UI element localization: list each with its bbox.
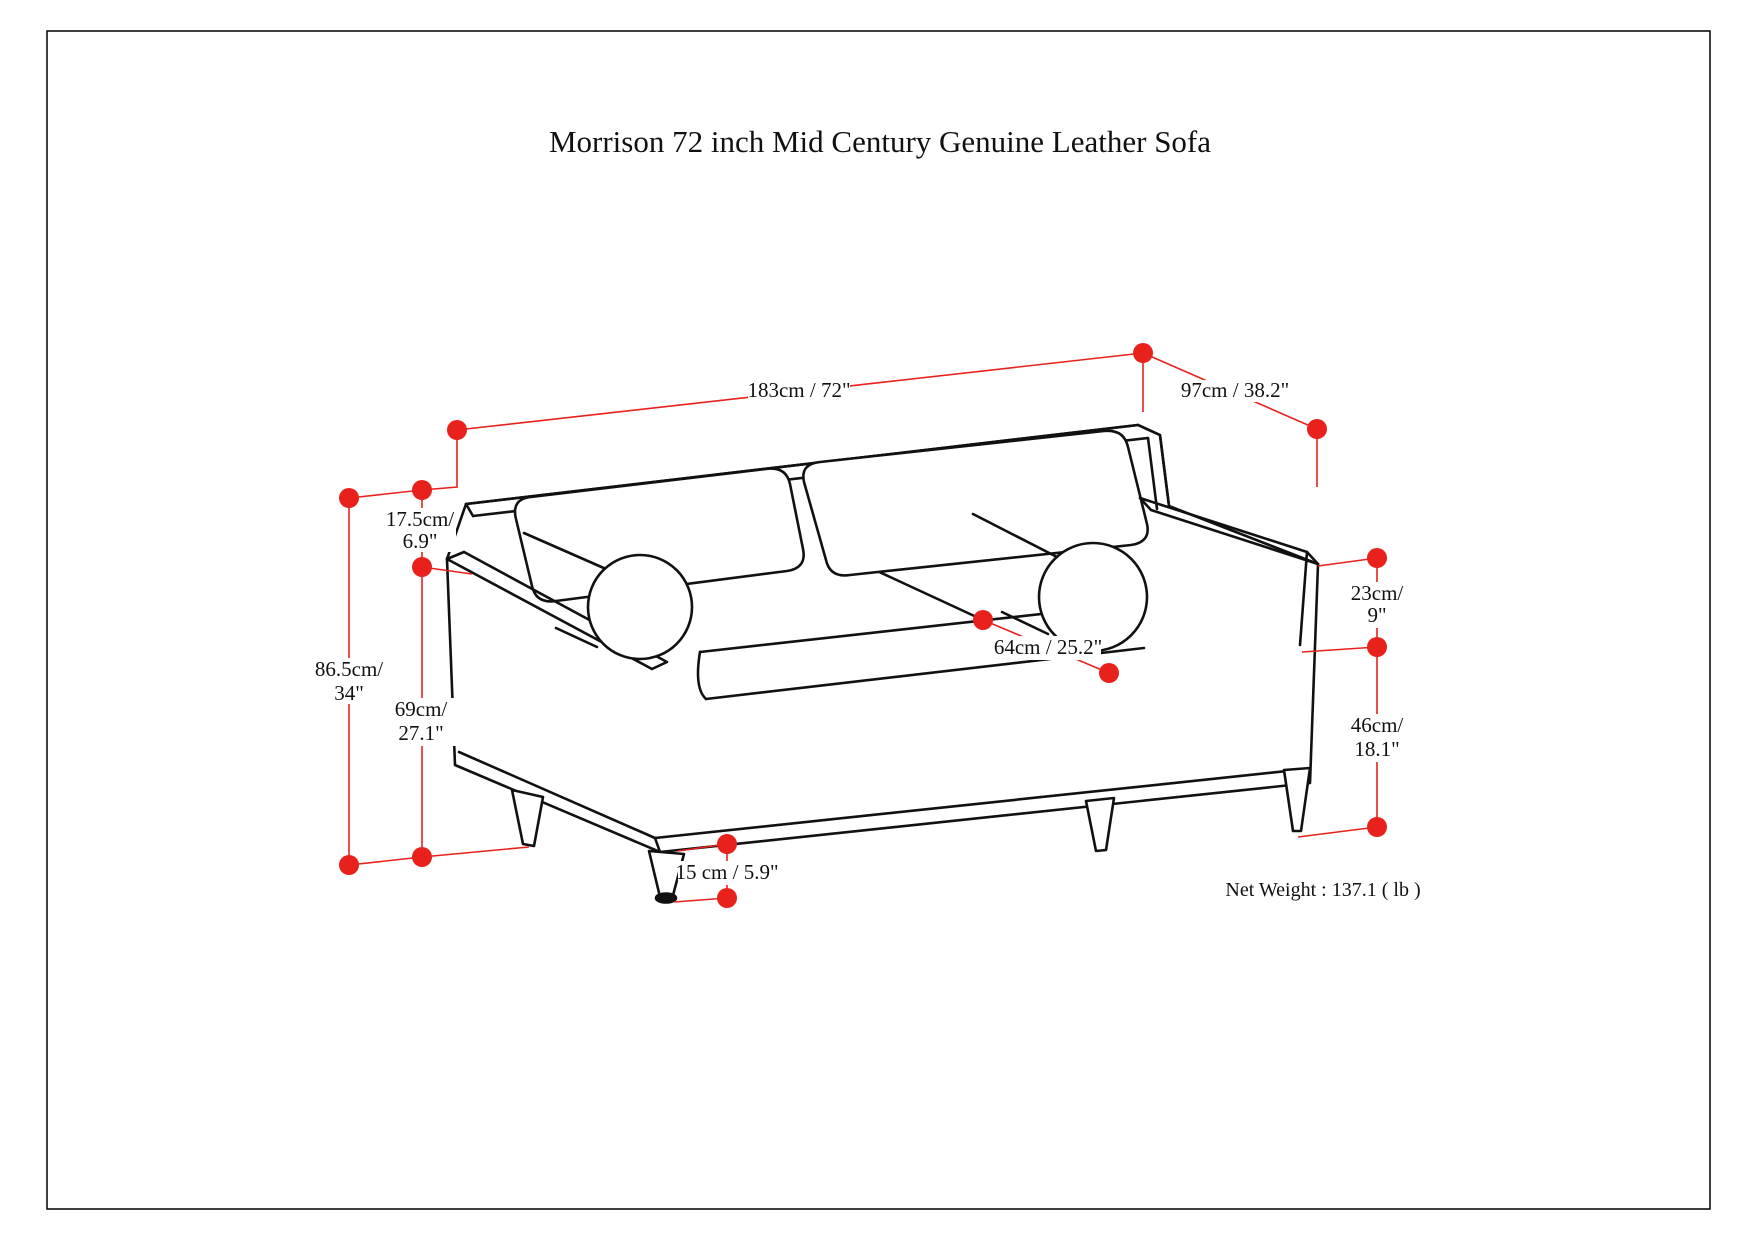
seat-cushion-seam bbox=[860, 562, 985, 622]
label-seat-height-cm: 46cm/ bbox=[1351, 713, 1404, 737]
seat-cushion-left-cap bbox=[696, 650, 708, 701]
point-total-height-top bbox=[339, 488, 359, 508]
leg-rear-left bbox=[510, 788, 545, 848]
point-seat-depth-rear bbox=[973, 610, 993, 630]
label-bolster-in: 9" bbox=[1367, 603, 1386, 627]
dim-drop-top-left bbox=[421, 430, 458, 491]
dim-leader-floor-right bbox=[1297, 826, 1378, 838]
point-arm-height-top bbox=[412, 557, 432, 577]
left-arm-top-nib bbox=[445, 550, 466, 561]
point-back-top-left bbox=[447, 420, 467, 440]
label-bolster-cm: 23cm/ bbox=[1351, 581, 1404, 605]
net-weight-text: Net Weight : 137.1 ( lb ) bbox=[1225, 879, 1420, 901]
point-bolster-top bbox=[1367, 548, 1387, 568]
point-total-height-bottom bbox=[339, 855, 359, 875]
label-total-height-in: 34" bbox=[334, 681, 364, 705]
base-rail-front bbox=[653, 767, 1308, 840]
point-floor-right bbox=[1367, 817, 1387, 837]
point-leg-top bbox=[717, 834, 737, 854]
right-arm-rear-nib bbox=[1138, 496, 1153, 512]
right-bolster-body-bottom bbox=[1000, 610, 1050, 636]
back-frame-right-post bbox=[1136, 423, 1171, 511]
product-title: Morrison 72 inch Mid Century Genuine Lea… bbox=[549, 124, 1211, 159]
label-length: 183cm / 72" bbox=[747, 378, 850, 402]
dim-floor-line bbox=[348, 846, 530, 866]
leg-front-right bbox=[1084, 796, 1116, 853]
point-seat-depth-front bbox=[1099, 663, 1119, 683]
dim-leader-seat-top bbox=[1301, 646, 1378, 653]
label-leg-height: 15 cm / 5.9" bbox=[675, 860, 778, 884]
right-arm-outer-top bbox=[1149, 508, 1320, 566]
label-depth: 97cm / 38.2" bbox=[1181, 378, 1289, 402]
label-arm-height-cm: 69cm/ bbox=[395, 697, 448, 721]
point-seat-top bbox=[1367, 637, 1387, 657]
point-depth-front bbox=[1307, 419, 1327, 439]
dimension-points bbox=[339, 343, 1387, 908]
left-arm-inner-top bbox=[462, 550, 669, 671]
left-bolster-end-cap bbox=[586, 553, 694, 661]
dim-link-b-c bbox=[348, 489, 423, 499]
left-bolster-body-top bbox=[522, 531, 608, 571]
label-backgrounds bbox=[308, 380, 1419, 885]
back-frame-left-nib bbox=[464, 502, 475, 518]
label-seat-depth: 64cm / 25.2" bbox=[994, 635, 1102, 659]
label-total-height-cm: 86.5cm/ bbox=[315, 657, 383, 681]
sofa-drawing bbox=[445, 423, 1320, 904]
point-back-top-right bbox=[1133, 343, 1153, 363]
back-cushion-right bbox=[802, 429, 1149, 577]
point-back-corner bbox=[412, 480, 432, 500]
dimension-labels: 183cm / 72" 97cm / 38.2" 17.5cm/ 6.9" 86… bbox=[315, 378, 1404, 884]
point-leg-bottom bbox=[717, 888, 737, 908]
right-arm-front-inner-edge bbox=[1298, 550, 1309, 647]
label-seat-height-in: 18.1" bbox=[1354, 737, 1399, 761]
page-border bbox=[46, 30, 1711, 1210]
label-back-height-in: 6.9" bbox=[403, 529, 438, 553]
label-back-height-cm: 17.5cm/ bbox=[386, 507, 454, 531]
right-bolster-body-top bbox=[971, 512, 1059, 559]
label-arm-height-in: 27.1" bbox=[398, 721, 443, 745]
left-bolster-body-bottom bbox=[554, 626, 599, 649]
base-rail-left bbox=[457, 750, 657, 840]
base-rail-corner bbox=[653, 836, 662, 854]
point-arm-height-bottom bbox=[412, 847, 432, 867]
back-cushion-left bbox=[513, 467, 805, 603]
leg-rear-right bbox=[1282, 766, 1312, 833]
leg-front-left-foot bbox=[654, 892, 678, 904]
